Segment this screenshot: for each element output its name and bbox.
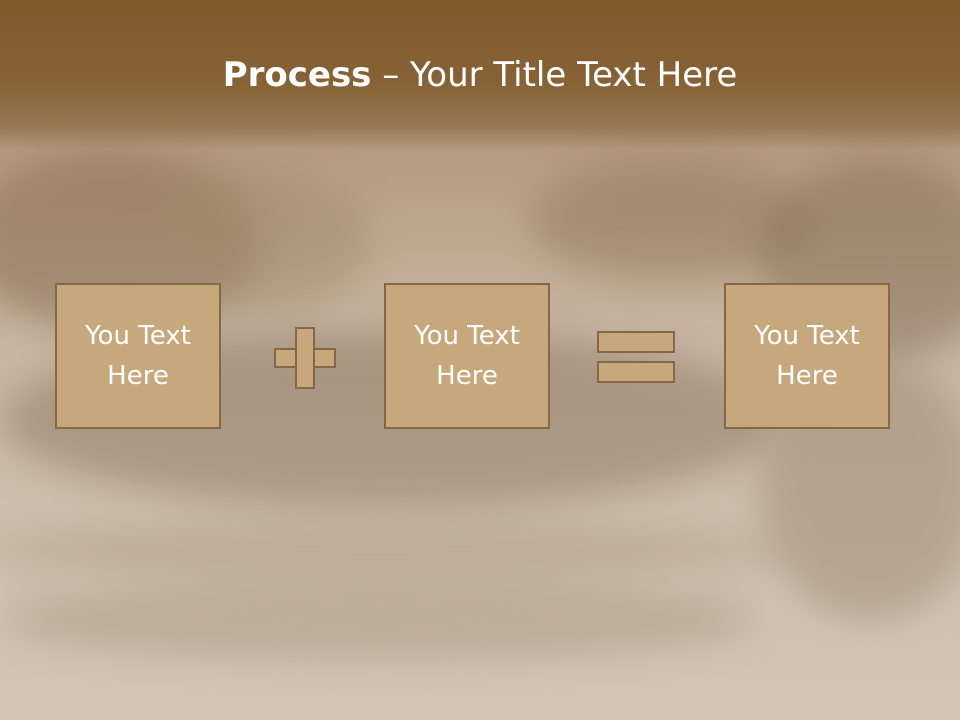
plus-icon [274,327,336,389]
slide-title[interactable]: Process – Your Title Text Here [0,52,960,98]
text-box-3-line2: Here [776,361,838,391]
text-box-1-line1: You Text [85,321,191,351]
text-box-2-line2: Here [436,361,498,391]
text-box-3-line1: You Text [754,321,860,351]
text-box-2-line1: You Text [414,321,520,351]
title-rest: – Your Title Text Here [371,55,738,95]
title-bar [0,0,960,150]
title-bold: Process [222,55,372,95]
text-box-1-line2: Here [107,361,169,391]
